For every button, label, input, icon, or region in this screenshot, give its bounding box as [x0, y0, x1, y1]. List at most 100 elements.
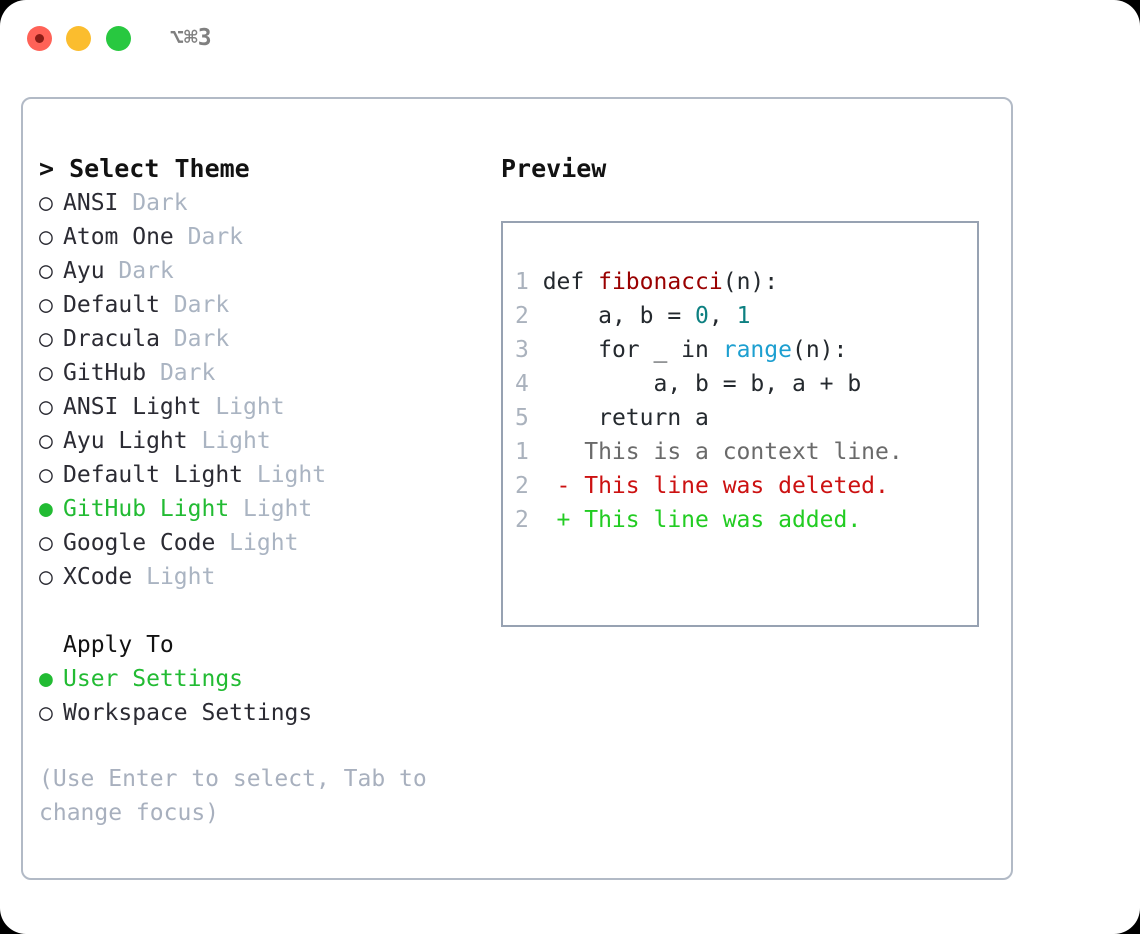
code-line: 2 a, b = 0, 1 [515, 299, 861, 333]
code-token: a, b = [542, 303, 696, 329]
theme-name: Dracula [63, 326, 160, 352]
code-token: return a [542, 405, 709, 431]
radio-unselected-icon: ○ [39, 700, 53, 726]
code-token: 0 [695, 303, 709, 329]
code-token: fibonacci [598, 269, 723, 295]
theme-kind-badge: Light [132, 564, 216, 590]
theme-kind-badge: Dark [159, 326, 230, 352]
theme-list[interactable]: ○ANSI Dark○Atom One Dark○Ayu Dark○Defaul… [39, 186, 479, 594]
theme-list-item[interactable]: ○ Ayu Dark [39, 254, 479, 288]
apply-to-label: Workspace Settings [63, 700, 313, 726]
diff-line: 2 - This line was deleted. [515, 469, 903, 503]
theme-name: Ayu [63, 258, 105, 284]
line-number: 5 [515, 405, 543, 431]
diff-line: 2 + This line was added. [515, 503, 903, 537]
code-line: 1 def fibonacci(n): [515, 265, 861, 299]
radio-selected-icon: ● [39, 666, 53, 692]
code-token: range [722, 337, 792, 363]
theme-name: GitHub Light [63, 496, 230, 522]
line-number: 4 [515, 371, 543, 397]
apply-to-option[interactable]: ○ Workspace Settings [39, 696, 479, 730]
radio-unselected-icon: ○ [39, 394, 53, 420]
radio-unselected-icon: ○ [39, 292, 53, 318]
radio-selected-icon: ● [39, 496, 53, 522]
theme-name: Default [63, 292, 160, 318]
theme-name: XCode [63, 564, 133, 590]
radio-unselected-icon: ○ [39, 564, 53, 590]
diff-text: + This line was added. [556, 507, 862, 533]
code-line: 5 return a [515, 401, 861, 435]
main-panel: > Select Theme ○ANSI Dark○Atom One Dark○… [21, 97, 1013, 880]
apply-to-list[interactable]: ● User Settings ○ Workspace Settings [39, 662, 479, 730]
code-token: (n): [722, 269, 779, 295]
theme-list-item[interactable]: ○ Ayu Light Light [39, 424, 479, 458]
code-token: 1 [736, 303, 751, 329]
theme-kind-badge: Light [187, 428, 271, 454]
code-line: 4 a, b = b, a + b [515, 367, 861, 401]
radio-unselected-icon: ○ [39, 360, 53, 386]
theme-list-item[interactable]: ○Default Light Light [39, 458, 479, 492]
theme-list-item[interactable]: ○Atom One Dark [39, 220, 479, 254]
radio-unselected-icon: ○ [39, 224, 53, 250]
radio-unselected-icon: ○ [39, 326, 53, 352]
code-line: 3 for _ in range(n): [515, 333, 861, 367]
theme-name: ANSI Light [63, 394, 202, 420]
theme-picker-column: > Select Theme ○ANSI Dark○Atom One Dark○… [39, 152, 479, 830]
apply-to-title: Apply To [63, 632, 174, 658]
theme-name: Google Code [63, 530, 216, 556]
title-bar: ⌥⌘3 [0, 0, 1140, 78]
theme-kind-badge: Light [201, 394, 285, 420]
theme-kind-badge: Dark [159, 292, 230, 318]
radio-unselected-icon: ○ [39, 462, 53, 488]
theme-name: Ayu Light [63, 428, 188, 454]
diff-text: This is a context line. [556, 439, 903, 465]
code-token: for _ in [542, 337, 723, 363]
apply-to-label: User Settings [63, 666, 244, 692]
preview-column: Preview 1 def fibonacci(n):2 a, b = 0, 1… [501, 152, 1001, 627]
apply-to-section: Apply To ● User Settings ○ Workspace Settin… [39, 628, 479, 730]
code-token: def [542, 269, 599, 295]
radio-unselected-icon: ○ [39, 428, 53, 454]
radio-unselected-icon: ○ [39, 190, 53, 216]
theme-list-item[interactable]: ○ ANSI Light Light [39, 390, 479, 424]
theme-list-item[interactable]: ○ Google Code Light [39, 526, 479, 560]
code-token: (n): [791, 337, 848, 363]
minimize-button[interactable] [66, 26, 91, 51]
diff-sample: 1 This is a context line.2 - This line w… [515, 435, 903, 537]
theme-name: ANSI [63, 190, 119, 216]
line-number: 2 [515, 507, 557, 533]
theme-list-item[interactable]: ○ XCode Light [39, 560, 479, 594]
maximize-button[interactable] [106, 26, 131, 51]
close-button[interactable] [27, 26, 52, 51]
theme-list-item[interactable]: ○ Dracula Dark [39, 322, 479, 356]
theme-kind-badge: Light [229, 496, 313, 522]
theme-list-item[interactable]: ○ ANSI Dark [39, 186, 479, 220]
theme-kind-badge: Light [215, 530, 299, 556]
diff-line: 1 This is a context line. [515, 435, 903, 469]
theme-kind-badge: Dark [173, 224, 244, 250]
apply-to-option[interactable]: ● User Settings [39, 662, 479, 696]
radio-unselected-icon: ○ [39, 258, 53, 284]
keyboard-shortcut-label: ⌥⌘3 [170, 25, 212, 51]
theme-picker-title: > Select Theme [39, 154, 250, 183]
theme-list-item[interactable]: ● GitHub Light Light [39, 492, 479, 526]
theme-kind-badge: Dark [104, 258, 174, 284]
radio-unselected-icon: ○ [39, 530, 53, 556]
line-number: 3 [515, 337, 543, 363]
theme-name: GitHub [63, 360, 147, 386]
preview-title: Preview [501, 154, 607, 183]
line-number: 2 [515, 303, 543, 329]
keyboard-hint-text: (Use Enter to select, Tab to change focu… [39, 766, 427, 826]
diff-text: - This line was deleted. [556, 473, 889, 499]
theme-kind-badge: Dark [146, 360, 216, 386]
code-token: a, b = b, a + b [542, 371, 862, 397]
theme-list-item[interactable]: ○ Default Dark [39, 288, 479, 322]
theme-kind-badge: Dark [118, 190, 188, 216]
theme-list-item[interactable]: ○ GitHub Dark [39, 356, 479, 390]
line-number: 2 [515, 473, 557, 499]
line-number: 1 [515, 439, 557, 465]
line-number: 1 [515, 269, 543, 295]
